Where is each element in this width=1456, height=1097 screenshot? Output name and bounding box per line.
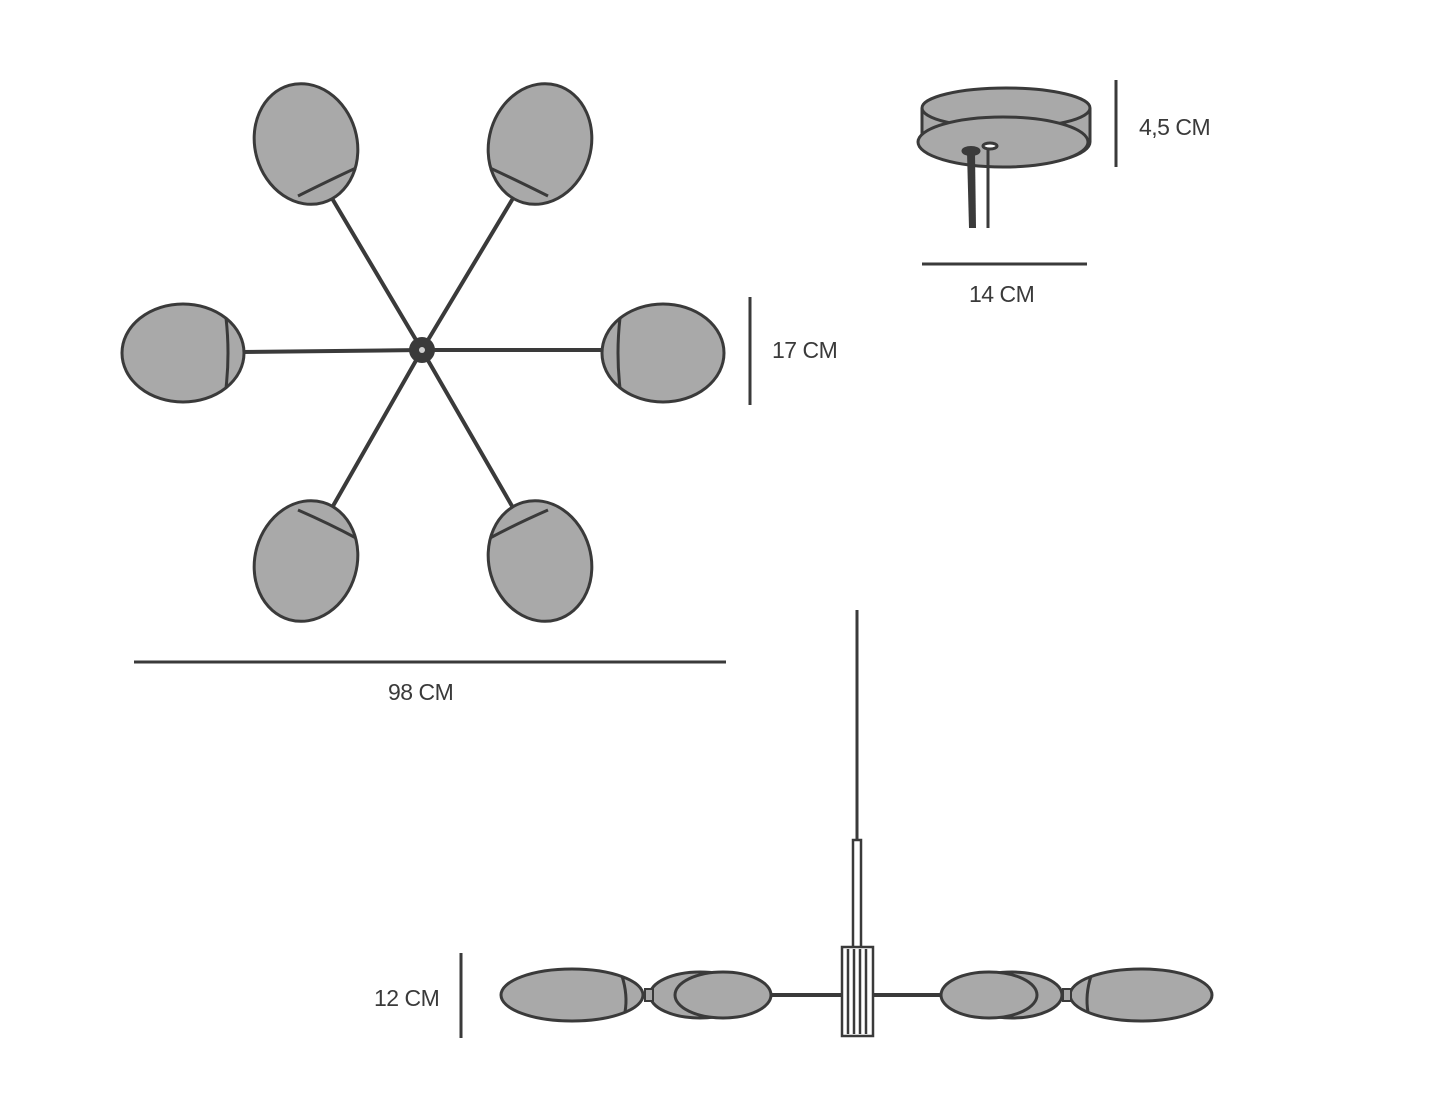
arm-lower-left bbox=[331, 348, 424, 508]
side-center-body bbox=[840, 945, 875, 1038]
shade-lower-left bbox=[252, 499, 360, 623]
rod-sleeve bbox=[851, 838, 863, 950]
arm-upper-left bbox=[331, 198, 424, 352]
center-hub bbox=[409, 337, 435, 363]
shade-upper-left bbox=[252, 82, 360, 206]
side-shade-right-front bbox=[939, 970, 1039, 1020]
canopy-height-label: 4,5 CM bbox=[1139, 114, 1211, 140]
shade-lower-right bbox=[486, 499, 594, 623]
shade-upper-right bbox=[486, 82, 594, 206]
overall-width-label: 98 CM bbox=[388, 679, 454, 705]
side-shade-far-right bbox=[1068, 967, 1214, 1023]
side-height-label: 12 CM bbox=[374, 985, 440, 1011]
canopy bbox=[916, 86, 1092, 228]
top-view bbox=[120, 82, 726, 623]
arm-upper-right bbox=[420, 198, 514, 352]
top-view-arms bbox=[240, 198, 606, 508]
side-shade-left-front bbox=[673, 970, 773, 1020]
shade-right bbox=[600, 302, 726, 404]
shade-left bbox=[120, 302, 246, 404]
arm-lower-right bbox=[420, 348, 514, 508]
arm-left bbox=[240, 348, 424, 354]
canopy-width-label: 14 CM bbox=[969, 281, 1035, 307]
shade-height-label: 17 CM bbox=[772, 337, 838, 363]
side-shade-far-left bbox=[499, 967, 645, 1023]
side-view bbox=[499, 610, 1214, 1038]
